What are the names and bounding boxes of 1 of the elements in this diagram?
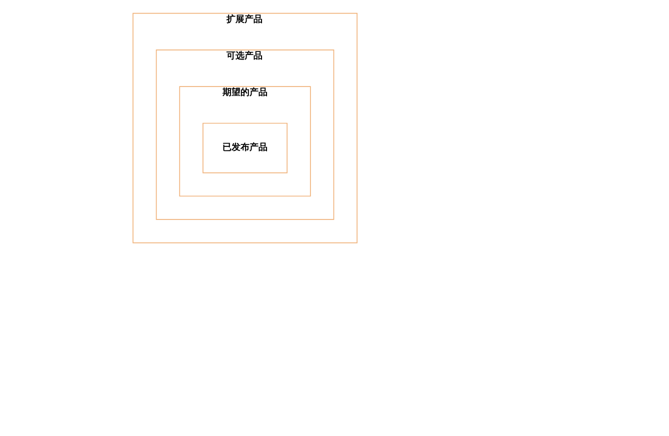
node-box: 已发布产品 [202,122,288,174]
